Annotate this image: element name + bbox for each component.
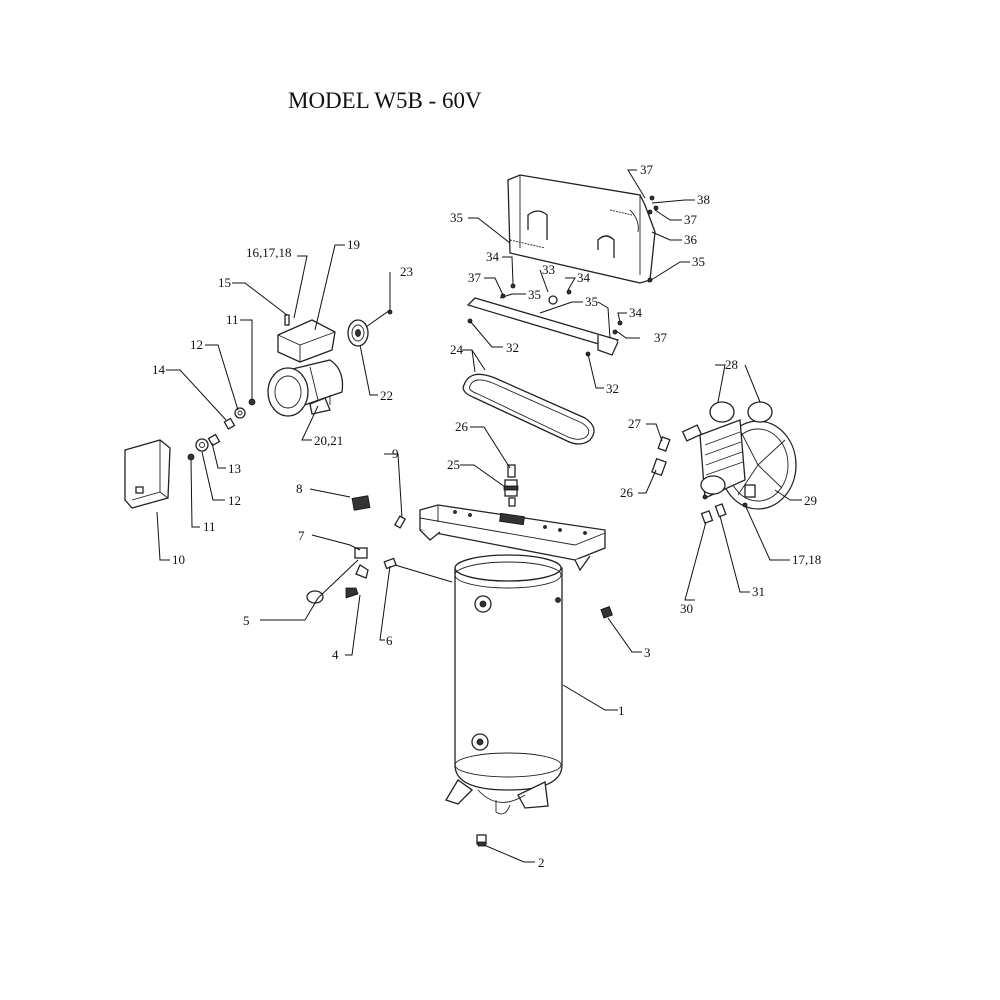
callout-13: 13 (228, 461, 241, 476)
v-belt (462, 373, 595, 445)
callout-24: 24 (450, 342, 464, 357)
callout-34: 34 (577, 270, 591, 285)
belt-guard (507, 174, 656, 284)
callout-36: 36 (684, 232, 698, 247)
callout-23: 23 (400, 264, 413, 279)
callout-11: 11 (226, 312, 239, 327)
drain-valve (476, 834, 487, 847)
leader-lines (156, 169, 802, 863)
diagram-title: MODEL W5B - 60V (288, 88, 482, 113)
callout-22: 22 (380, 388, 393, 403)
guard-bracket (466, 295, 620, 357)
callout-32: 32 (606, 381, 619, 396)
callout-17-18: 17,18 (792, 552, 821, 567)
callout-7: 7 (298, 528, 305, 543)
callout-26: 26 (455, 419, 469, 434)
callout-5: 5 (243, 613, 250, 628)
callout-29: 29 (804, 493, 817, 508)
callout-31: 31 (752, 584, 765, 599)
callout-6: 6 (386, 633, 393, 648)
electric-motor (267, 319, 344, 417)
callout-25: 25 (447, 457, 460, 472)
pump-platform (419, 504, 606, 572)
callout-28: 28 (725, 357, 738, 372)
callout-12: 12 (190, 337, 203, 352)
callout-10: 10 (172, 552, 185, 567)
callout-11: 11 (203, 519, 216, 534)
callout-38: 38 (697, 192, 710, 207)
pressure-switch-box (124, 439, 171, 509)
callout-3: 3 (644, 645, 651, 660)
air-tank (445, 554, 563, 815)
callout-12: 12 (228, 493, 241, 508)
callout-labels: 1 2 3 4 5 6 7 8 9 10 11 11 12 12 13 14 1… (152, 162, 821, 870)
motor-pulley (347, 319, 369, 347)
callout-15: 15 (218, 275, 231, 290)
callout-14: 14 (152, 362, 166, 377)
callout-35: 35 (692, 254, 705, 269)
callout-8: 8 (296, 481, 303, 496)
callout-33: 33 (542, 262, 555, 277)
callout-37: 37 (654, 330, 668, 345)
callout-20-21: 20,21 (314, 433, 343, 448)
callout-35: 35 (450, 210, 463, 225)
callout-16-17-18: 16,17,18 (246, 245, 292, 260)
valve-assembly (306, 495, 406, 604)
callout-27: 27 (628, 416, 642, 431)
compressor-pump (681, 401, 797, 510)
callout-34: 34 (629, 305, 643, 320)
callout-30: 30 (680, 601, 693, 616)
small-fasteners (387, 195, 659, 335)
callout-35: 35 (585, 294, 598, 309)
callout-19: 19 (347, 237, 360, 252)
callout-37: 37 (684, 212, 698, 227)
callout-9: 9 (392, 446, 399, 461)
center-fittings (503, 464, 519, 507)
callout-37: 37 (640, 162, 654, 177)
callout-32: 32 (506, 340, 519, 355)
callout-1: 1 (618, 703, 625, 718)
callout-37: 37 (468, 270, 482, 285)
callout-35: 35 (528, 287, 541, 302)
callout-26: 26 (620, 485, 634, 500)
callout-4: 4 (332, 647, 339, 662)
callout-2: 2 (538, 855, 545, 870)
callout-34: 34 (486, 249, 500, 264)
tank-plug (600, 606, 613, 619)
